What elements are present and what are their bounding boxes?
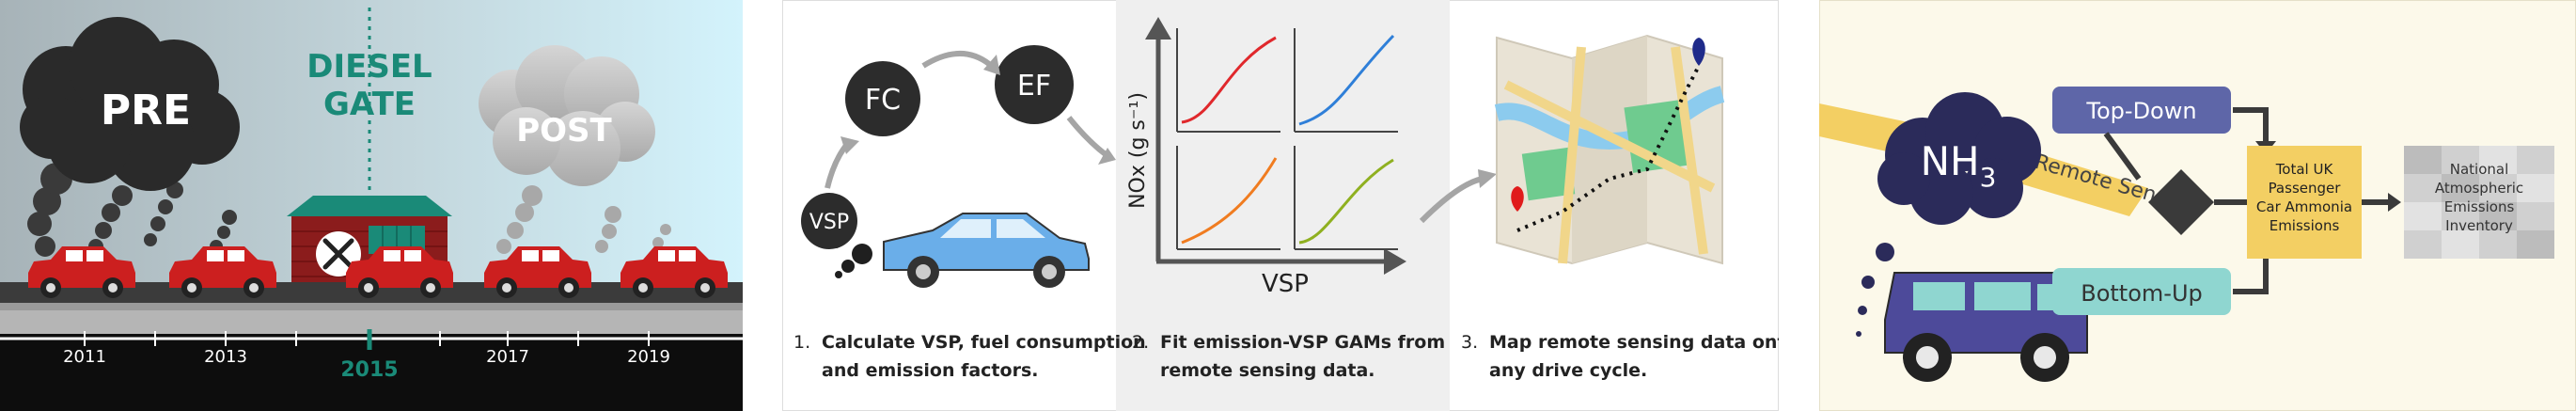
red-car: [28, 246, 135, 298]
year-label: 2019: [627, 347, 670, 367]
ef-node-label: EF: [1017, 70, 1051, 103]
svg-text:Atmospheric: Atmospheric: [2435, 180, 2523, 197]
exhaust-puffs: [835, 244, 872, 278]
total-uk-ammonia-box: [2247, 146, 2362, 259]
y-axis-arrow: [1145, 17, 1171, 40]
total-uk-ammonia-text: Total UK Passenger Car Ammonia Emissions: [2256, 161, 2352, 234]
red-car: [484, 246, 591, 298]
national-inventory-text: National Atmospheric Emissions Inventory: [2435, 161, 2523, 234]
plot-y-label: NOx (g s⁻¹): [1126, 92, 1150, 209]
road-kerb: [0, 303, 743, 310]
end-pin-icon: [1692, 38, 1705, 66]
folded-map: [1494, 34, 1725, 265]
mini-plot-green: [1294, 146, 1398, 250]
step-text: any drive cycle.: [1489, 360, 1647, 381]
nh3-cloud: [1877, 92, 2041, 225]
pre-label: PRE: [101, 87, 191, 134]
post-smoke-trails: [496, 185, 671, 254]
mini-plot-red: [1176, 28, 1280, 133]
methodology-illustration: VSP FC EF: [782, 0, 1779, 411]
fc-node-label: FC: [865, 84, 901, 117]
vsp-node: [801, 193, 857, 249]
svg-text:Emissions: Emissions: [2444, 198, 2515, 215]
red-car: [346, 246, 453, 298]
diesel-label: DIESEL: [306, 48, 432, 86]
timeline-illustration: PRE POST DIESEL GATE: [0, 0, 743, 411]
purple-car: [1884, 272, 2088, 382]
step-number: 3.: [1461, 332, 1478, 353]
nh3-label: NH3: [1921, 138, 1997, 193]
svg-text:National: National: [2450, 161, 2509, 178]
post-label: POST: [516, 112, 612, 150]
top-down-label: Top-Down: [2085, 98, 2196, 124]
methodology-panel: VSP FC EF: [782, 0, 1779, 411]
step-number: 1.: [793, 332, 810, 353]
post-cloud: [479, 45, 655, 186]
step-text: and emission factors.: [822, 360, 1038, 381]
ammonia-diagram: Remote Sensing NH3 Top-Down Bottom-Up: [1819, 0, 2576, 411]
red-car: [169, 246, 276, 298]
ammonia-inventory-panel: Remote Sensing NH3 Top-Down Bottom-Up: [1819, 0, 2576, 411]
step-number: 2.: [1132, 332, 1149, 353]
timeline-ticks: [84, 331, 650, 346]
vsp-node-label: VSP: [809, 211, 849, 234]
top-down-box: [2052, 87, 2231, 134]
step-text: remote sensing data.: [1160, 360, 1375, 381]
pre-cloud: [20, 17, 240, 191]
mini-plot-orange: [1176, 146, 1280, 250]
mini-plot-blue: [1294, 28, 1398, 133]
svg-text:Passenger: Passenger: [2269, 180, 2342, 197]
step-text: Calculate VSP, fuel consumption: [822, 332, 1146, 353]
year-label: 2011: [63, 347, 106, 367]
dieselgate-timeline-panel: PRE POST DIESEL GATE: [0, 0, 743, 411]
fc-node: [845, 61, 920, 136]
step-text: Fit emission-VSP GAMs from: [1160, 332, 1445, 353]
bottom-up-label: Bottom-Up: [2081, 280, 2203, 307]
red-car: [620, 246, 728, 298]
svg-text:Car Ammonia: Car Ammonia: [2256, 198, 2352, 215]
year-label-highlight: 2015: [340, 358, 398, 382]
gate-label: GATE: [323, 86, 416, 123]
decision-diamond: [2148, 169, 2214, 235]
ef-node: [995, 45, 1074, 124]
step-text: Map remote sensing data onto: [1489, 332, 1779, 353]
svg-text:Emissions: Emissions: [2270, 217, 2340, 234]
blue-car: [883, 213, 1090, 288]
year-label: 2013: [204, 347, 247, 367]
flow-connectors: [2103, 107, 2388, 294]
national-inventory-box: [2404, 146, 2554, 259]
svg-text:Inventory: Inventory: [2445, 217, 2513, 234]
plot-x-label: VSP: [1262, 270, 1309, 298]
start-pin-icon: [1511, 186, 1524, 212]
bottom-up-box: [2052, 268, 2231, 315]
emission-puffs: [1856, 243, 1894, 337]
svg-text:Total UK: Total UK: [2275, 161, 2334, 178]
step-captions: 1. Calculate VSP, fuel consumption and e…: [793, 332, 1779, 381]
x-axis-arrow: [1384, 248, 1406, 275]
middle-column-bg: [1116, 0, 1450, 411]
year-label: 2017: [486, 347, 529, 367]
arrow-heads: [840, 55, 1497, 188]
